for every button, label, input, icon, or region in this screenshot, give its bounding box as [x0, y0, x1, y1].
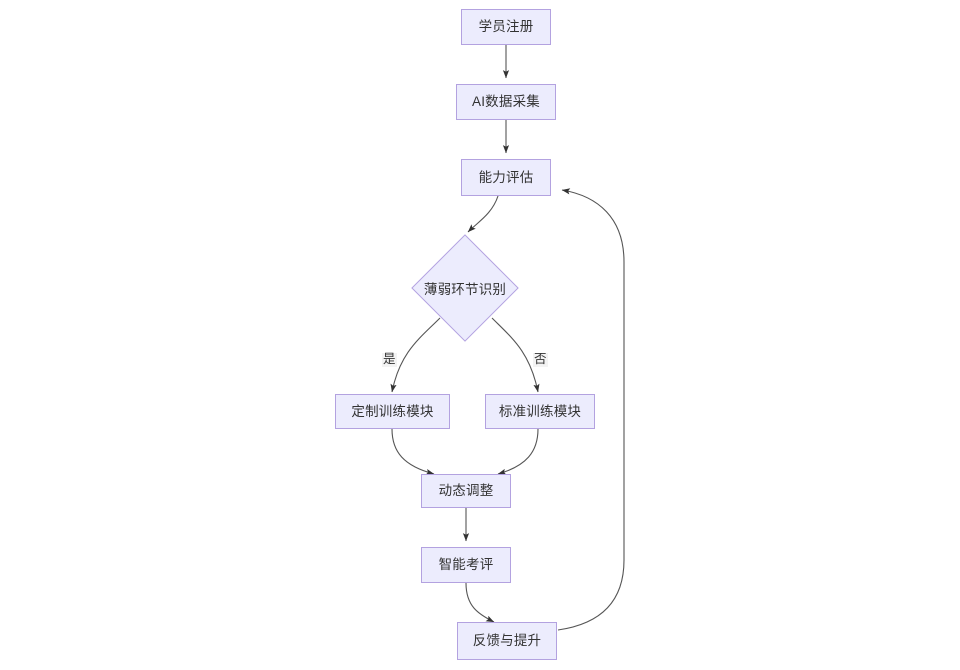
node-label: 学员注册 [478, 19, 534, 35]
edge-n8-n9 [465, 582, 495, 623]
edge-n3-n4 [467, 195, 499, 233]
node-label: 智能考评 [438, 557, 494, 573]
edge-n4-n6-no [491, 317, 540, 393]
edge-n6-n7 [497, 428, 539, 475]
node-label: 定制训练模块 [351, 403, 434, 419]
node-label: 动态调整 [438, 483, 494, 499]
node-ai-data-collection[interactable]: AI数据采集 [456, 84, 556, 120]
node-label: 能力评估 [478, 169, 534, 185]
node-label: AI数据采集 [472, 94, 540, 110]
node-label: 标准训练模块 [498, 403, 582, 419]
node-student-registration[interactable]: 学员注册 [461, 9, 551, 45]
node-ability-assessment[interactable]: 能力评估 [461, 159, 551, 196]
node-label: 反馈与提升 [472, 633, 542, 649]
node-weakness-identification[interactable]: 薄弱环节识别 [411, 234, 519, 342]
edge-n4-n5-yes [390, 317, 441, 393]
node-dynamic-adjustment[interactable]: 动态调整 [421, 474, 511, 508]
node-intelligent-evaluation[interactable]: 智能考评 [421, 547, 511, 583]
edge-label-yes: 是 [382, 352, 397, 367]
node-feedback-improvement[interactable]: 反馈与提升 [457, 622, 557, 660]
edge-label-no: 否 [533, 352, 548, 367]
node-label: 薄弱环节识别 [423, 282, 507, 297]
node-custom-training-module[interactable]: 定制训练模块 [335, 394, 450, 429]
node-standard-training-module[interactable]: 标准训练模块 [485, 394, 595, 429]
edge-n9-n3-feedback [557, 188, 625, 631]
edge-n5-n7 [391, 428, 435, 475]
